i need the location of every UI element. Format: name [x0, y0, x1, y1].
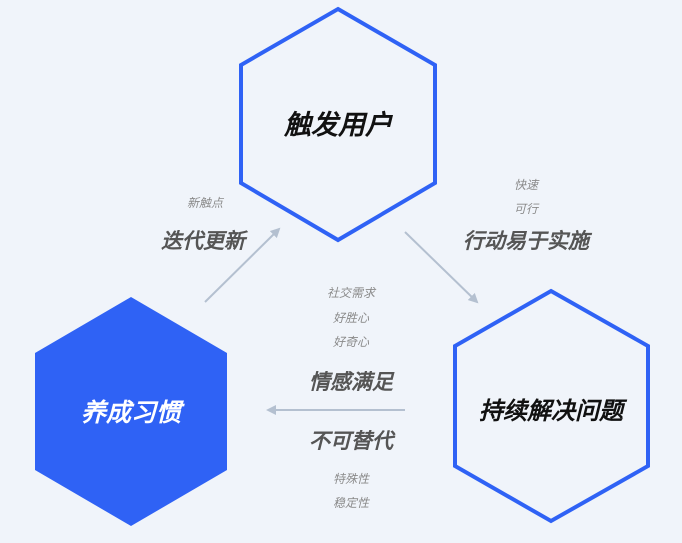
edge-label-iterate: 迭代更新: [161, 229, 249, 253]
arrow-action: [404, 231, 479, 304]
note: 社交需求: [327, 286, 377, 300]
node-trigger: 触发用户: [283, 110, 394, 141]
note: 可行: [514, 202, 540, 216]
edge-label-irreplaceable: 不可替代: [309, 429, 396, 453]
note: 快速: [514, 178, 540, 192]
note: 特殊性: [333, 472, 370, 486]
edge-label-action: 行动易于实施: [463, 229, 593, 253]
edge-label-emotion: 情感满足: [309, 370, 395, 394]
node-solve: 持续解决问题: [479, 397, 628, 425]
node-habit: 养成习惯: [81, 398, 185, 427]
note: 好胜心: [333, 311, 370, 325]
trigger-hexagon: [239, 6, 437, 243]
note: 稳定性: [333, 496, 370, 510]
solve-hexagon: [453, 288, 650, 524]
arrow-iterate: [204, 227, 281, 303]
note: 新触点: [187, 196, 225, 210]
habit-hexagon: [35, 297, 227, 526]
note: 好奇心: [333, 335, 370, 349]
